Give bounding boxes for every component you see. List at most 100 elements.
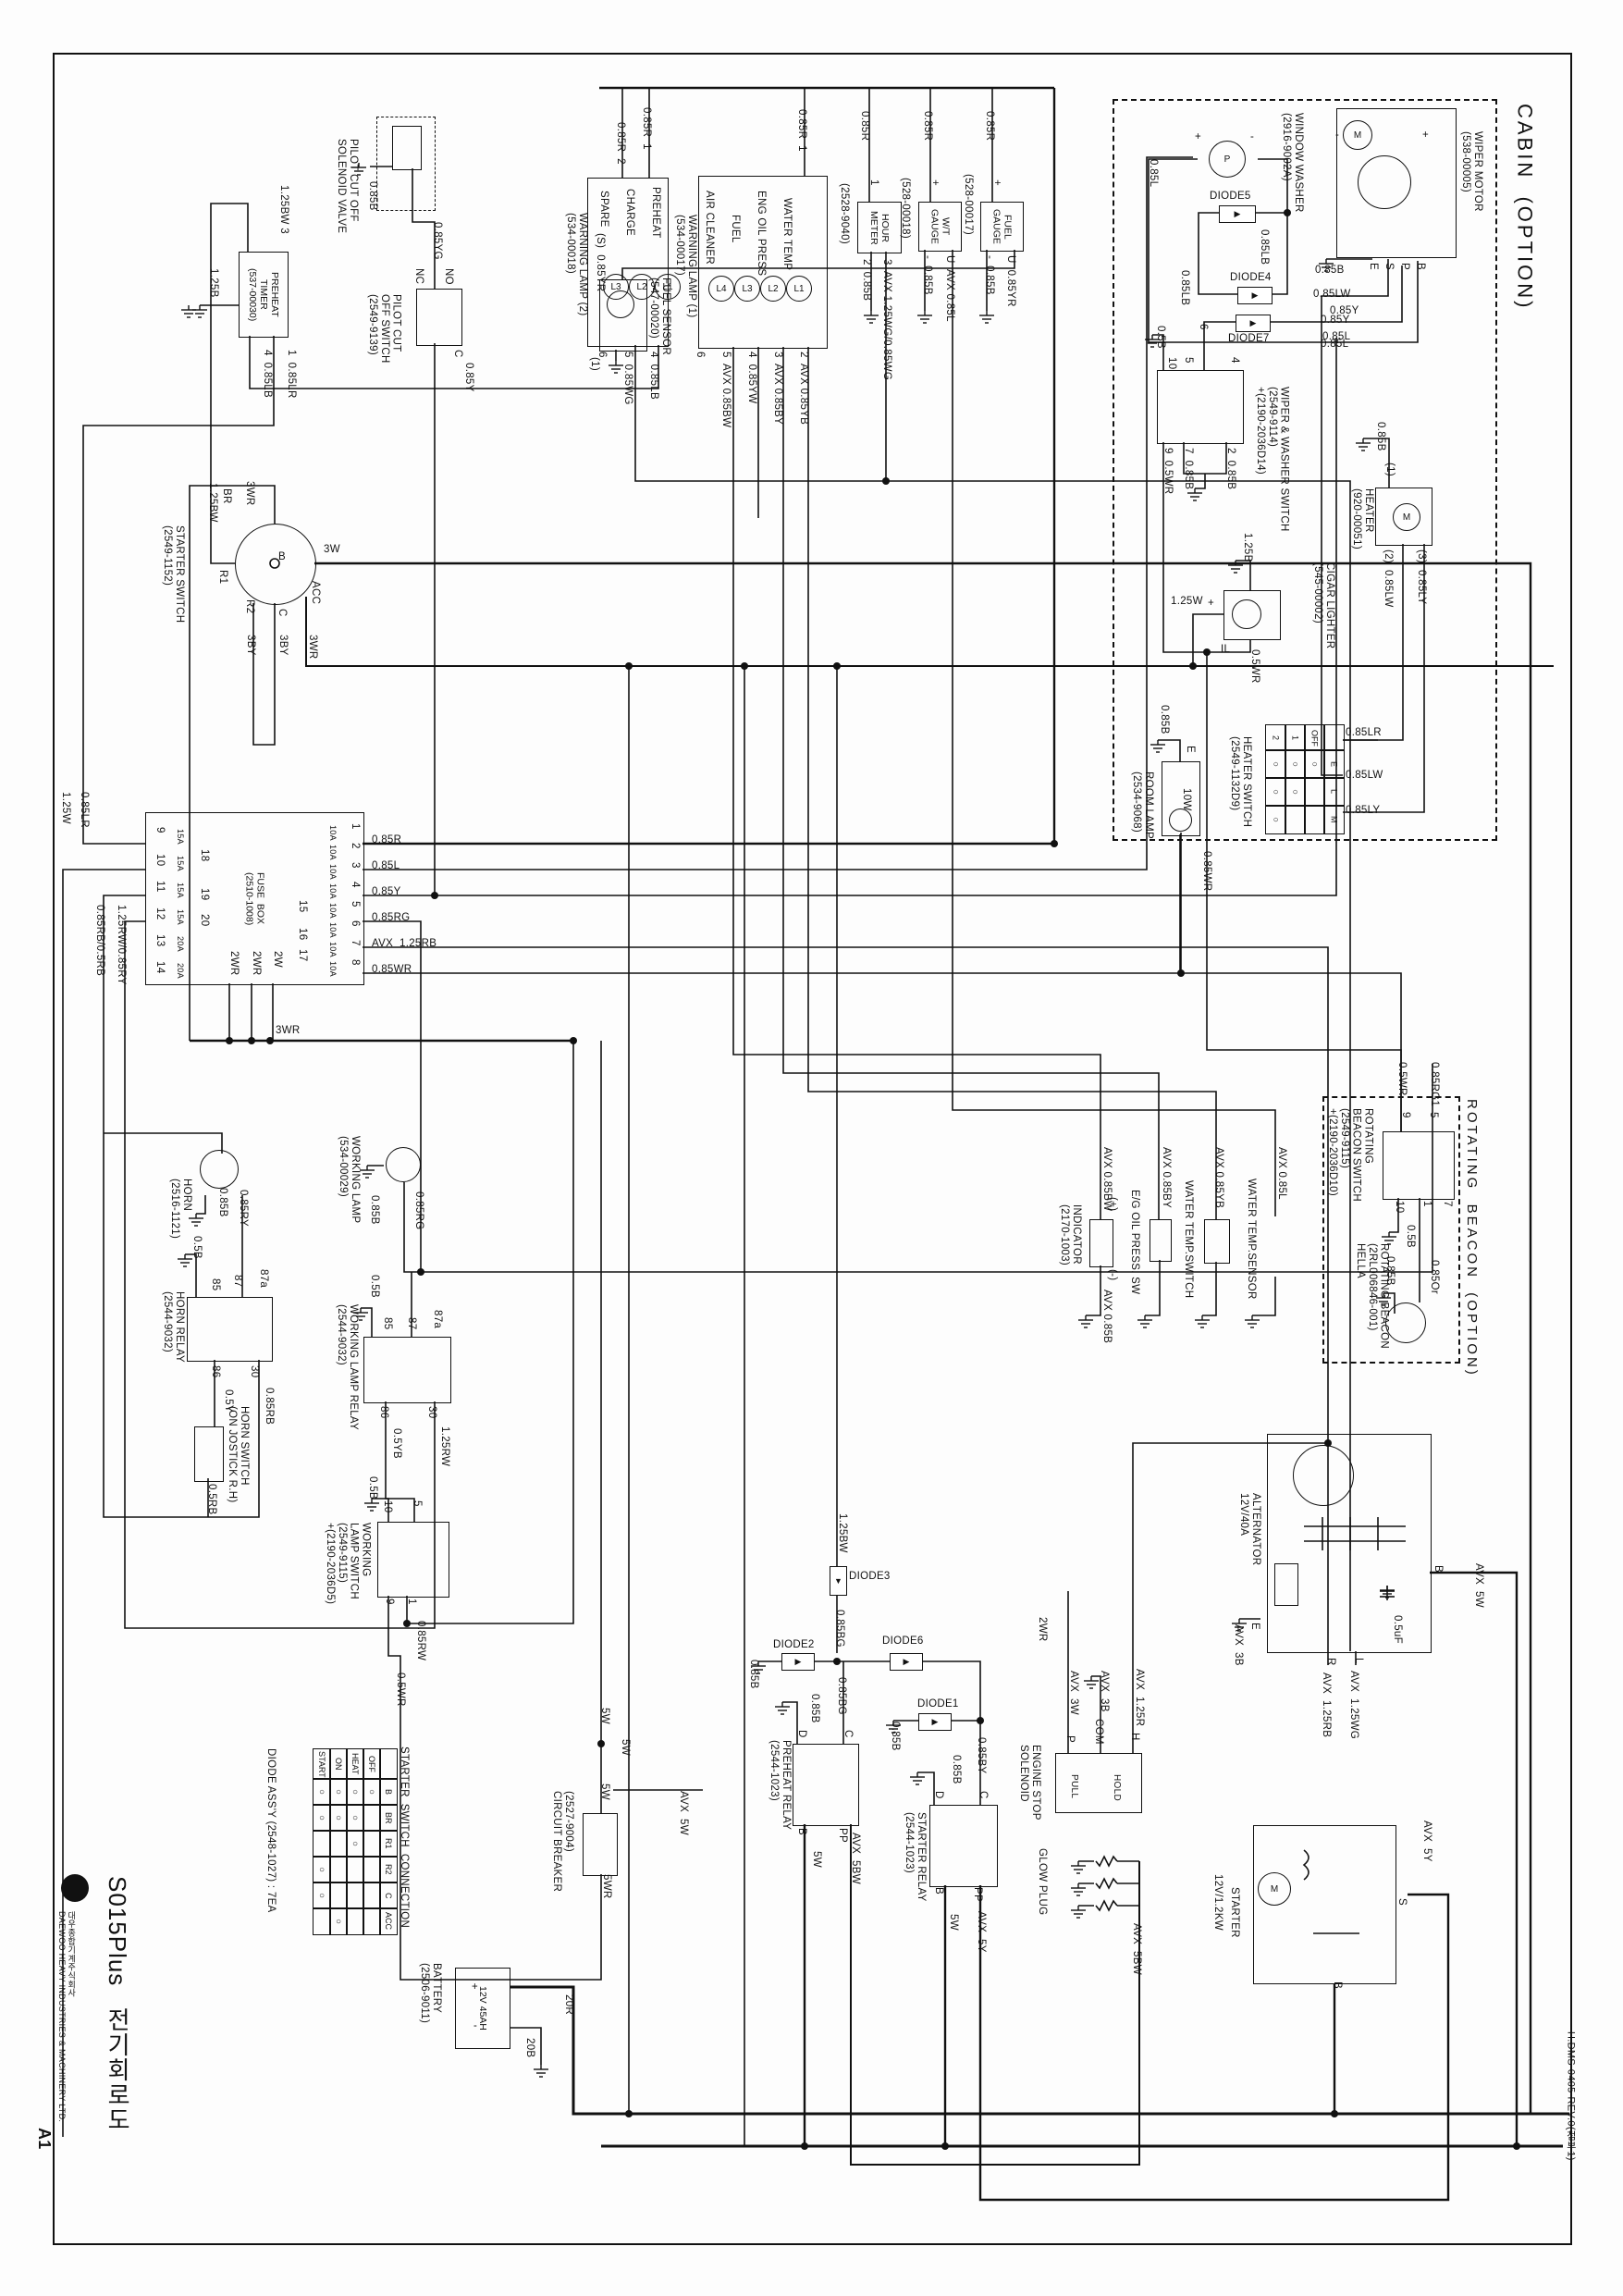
wire-label: 0.85RW [414, 1621, 426, 1661]
diode7-icon: ▶ [1236, 315, 1271, 332]
document-number: H.DMS-0405-REV.0(첨부1) [1565, 2031, 1577, 2161]
working-lamp-relay [363, 1337, 451, 1403]
wire-label: 6 [694, 352, 706, 358]
wire-label: 0.5B [1154, 326, 1166, 349]
heater-switch-row-L: L [1323, 777, 1345, 807]
wire-label: 1.25BW [206, 483, 218, 523]
wire-label: E [1184, 746, 1196, 753]
wire-label: U AVX 0.85L [943, 255, 955, 322]
wire-label: 1 [867, 179, 879, 186]
starter-switch-connection-cell: ○ [346, 1804, 364, 1832]
wire-label: AVX 0.85BW [1100, 1147, 1113, 1212]
starter-switch-connection-row-R1: R1 [379, 1830, 398, 1858]
wire-label: 0.5B [191, 1236, 203, 1259]
wire-label: 0.85R [372, 834, 402, 846]
wire-label: AVX 5Y [975, 1911, 987, 1953]
wire-label: S [1396, 1898, 1408, 1906]
wire-label: (2528-9040) [838, 183, 850, 244]
wire-label: (1) [1383, 463, 1396, 476]
wire-label: 10A [328, 864, 338, 880]
pilot-valve-coil [392, 126, 422, 170]
wire-label: 3 AVX 0.85BY [771, 352, 783, 426]
starter-switch-connection-cell: ○ [329, 1804, 348, 1832]
wire-label: 0.85BG [833, 1610, 845, 1648]
wire-label: 0.85LW [1346, 770, 1383, 781]
wire-label: ENGINE STOP SOLENOID [1017, 1745, 1041, 1821]
wire-label: 9 [1399, 1112, 1411, 1118]
preheat-relay [793, 1744, 859, 1826]
starter-relay [929, 1805, 998, 1887]
wire-label: 1.25RW [438, 1426, 450, 1467]
wire-label: D [795, 1730, 807, 1738]
wire-label: L [1352, 1658, 1364, 1664]
wire-label: 1.25B [1241, 533, 1253, 562]
lamp-l2-oilpress: L2 [760, 276, 786, 302]
wire-label: STARTER [1228, 1887, 1240, 1938]
wire-label: + [990, 179, 1002, 187]
wire-label: 7 [1441, 1201, 1453, 1207]
wire-label: STARTER RELAY (2544-1023) [903, 1812, 927, 1902]
heater-switch-corner [1323, 724, 1345, 751]
wire-label: 0.85B [747, 1660, 759, 1689]
starter-switch-connection-cell: ○ [363, 1778, 381, 1806]
starter-switch-connection-cell [363, 1907, 381, 1935]
wire-label: 5 [411, 1500, 423, 1507]
starter-switch-connection-cell [346, 1856, 364, 1883]
wire-label: 0.85B [1374, 422, 1386, 451]
hour-meter: HOUR METER [857, 202, 902, 253]
wire-label: 0.85Y [1321, 315, 1350, 326]
wire-label: 30 [425, 1406, 437, 1419]
starter-switch-connection-cell [346, 1907, 364, 1935]
heater-switch-cell: ○ [1285, 749, 1306, 779]
wire-label: E [1248, 1623, 1260, 1630]
wire-label: 5WR [600, 1874, 612, 1899]
wire-label: 15 [296, 900, 308, 913]
wire-label: - [473, 2020, 478, 2031]
rotating-beacon-bulb [1385, 1302, 1426, 1343]
wire-label: WARNING LAMP (1) (534-00017) [673, 215, 697, 318]
wire-label: C [842, 1730, 854, 1738]
wire-label: H [1128, 1733, 1140, 1741]
wire-label: D [932, 1791, 944, 1799]
wire-label: DIODE3 [849, 1571, 891, 1582]
wire-label: AVX 1.25WG [1347, 1671, 1359, 1740]
wire-label: WORKING LAMP RELAY (2544-9032) [335, 1304, 359, 1430]
wire-label: AVX 5BW [1130, 1923, 1142, 1975]
wire-label: 16 [296, 928, 308, 941]
wire-label: 0.85R 1 [640, 107, 652, 150]
wire-label: FUEL [729, 215, 741, 243]
wire-label: 0.85B [368, 1195, 380, 1225]
wire-label: 10 [381, 1500, 393, 1513]
wire-label: 3 AVX 1.25WG/0.85WG [880, 259, 892, 381]
wire-label: B [1414, 263, 1426, 270]
wire-label: 10A [328, 845, 338, 860]
wire-label: C [977, 1791, 989, 1799]
wire-label: WIPER MOTOR (538-00005) [1459, 131, 1483, 212]
wire-label: 0.5WR [394, 1673, 406, 1707]
wire-label: AVX 5W [1472, 1563, 1484, 1608]
wire-label: 5W [810, 1851, 822, 1868]
wire-label: - [1335, 130, 1340, 141]
starter-switch-connection-cell [329, 1882, 348, 1909]
wire-label: 0.5YB [390, 1428, 402, 1459]
wire-label: WATER TEMP.SWITCH [1182, 1180, 1194, 1299]
wire-label: DIODE4 [1230, 272, 1272, 283]
wire-label: PP [971, 1887, 983, 1902]
wire-label: INDICATOR (2170-1003) [1058, 1204, 1082, 1265]
wire-label: 0.85B [1158, 705, 1170, 734]
fuse-box: FUSE BOX (2510-1008) [145, 812, 364, 985]
wiper-motor-gear [1358, 155, 1411, 209]
wire-label: 0.85B [366, 181, 378, 211]
starter-switch-connection-cell [363, 1882, 381, 1909]
wire-label: ROTATING BEACON SWITCH (2549-9115) +(219… [1326, 1108, 1374, 1203]
wire-label: HORN RELAY (2544-9032) [161, 1291, 185, 1363]
wire-label: + [1422, 130, 1430, 141]
wire-label: 0.5B [368, 1275, 380, 1298]
wire-label: 87a [431, 1310, 443, 1329]
wire-label: AVX 3W [1067, 1671, 1079, 1715]
wire-label: 3BY [244, 635, 256, 656]
starter-switch-connection-col-ON: ON [329, 1748, 348, 1780]
wire-label: 0.5WR [1396, 1062, 1408, 1096]
starter-switch-connection-cell [363, 1856, 381, 1883]
wire-label: 9 [154, 827, 166, 833]
